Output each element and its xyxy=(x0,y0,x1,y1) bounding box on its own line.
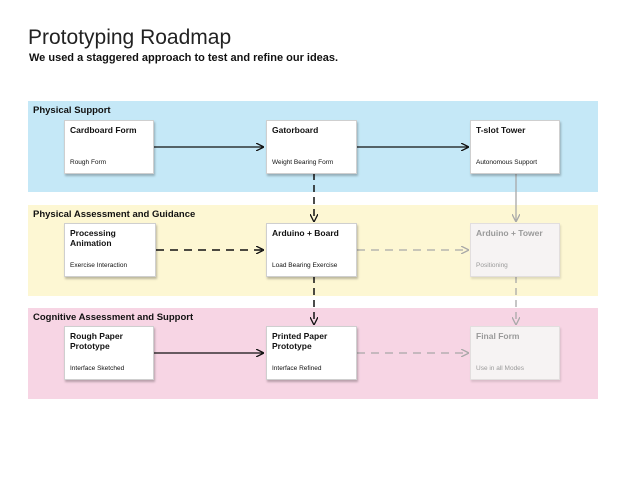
box-subtitle: Positioning xyxy=(476,262,508,269)
box-subtitle: Load Bearing Exercise xyxy=(272,262,338,269)
box-arduino-board: Arduino + Board Load Bearing Exercise xyxy=(266,223,357,277)
band-label: Cognitive Assessment and Support xyxy=(33,312,194,323)
page-subtitle: We used a staggered approach to test and… xyxy=(29,52,339,64)
box-subtitle: Interface Sketched xyxy=(70,365,125,372)
band-label: Physical Support xyxy=(33,105,111,116)
box-title: Gatorboard xyxy=(272,125,319,135)
box-title: Final Form xyxy=(476,331,520,341)
box-title: Printed Paper Prototype xyxy=(272,331,328,351)
box-tslot-tower: T-slot Tower Autonomous Support xyxy=(470,120,560,174)
box-gatorboard: Gatorboard Weight Bearing Form xyxy=(266,120,357,174)
box-subtitle: Rough Form xyxy=(70,159,107,166)
box-title: Arduino + Tower xyxy=(476,228,543,238)
page-title: Prototyping Roadmap xyxy=(28,26,232,49)
box-subtitle: Use in all Modes xyxy=(476,365,525,372)
box-title: Processing Animation xyxy=(70,228,116,248)
box-printed-paper-prototype: Printed Paper Prototype Interface Refine… xyxy=(266,326,357,380)
box-subtitle: Weight Bearing Form xyxy=(272,159,334,166)
box-subtitle: Interface Refined xyxy=(272,365,322,372)
box-title: Rough Paper Prototype xyxy=(70,331,123,351)
box-final-form: Final Form Use in all Modes xyxy=(470,326,560,380)
box-subtitle: Exercise Interaction xyxy=(70,262,128,269)
box-processing-animation: Processing Animation Exercise Interactio… xyxy=(64,223,156,277)
box-cardboard-form: Cardboard Form Rough Form xyxy=(64,120,154,174)
box-title: Arduino + Board xyxy=(272,228,339,238)
box-arduino-tower: Arduino + Tower Positioning xyxy=(470,223,560,277)
box-subtitle: Autonomous Support xyxy=(476,159,538,166)
box-title: Cardboard Form xyxy=(70,125,137,135)
band-label: Physical Assessment and Guidance xyxy=(33,209,196,220)
box-title: T-slot Tower xyxy=(476,125,526,135)
box-rough-paper-prototype: Rough Paper Prototype Interface Sketched xyxy=(64,326,154,380)
